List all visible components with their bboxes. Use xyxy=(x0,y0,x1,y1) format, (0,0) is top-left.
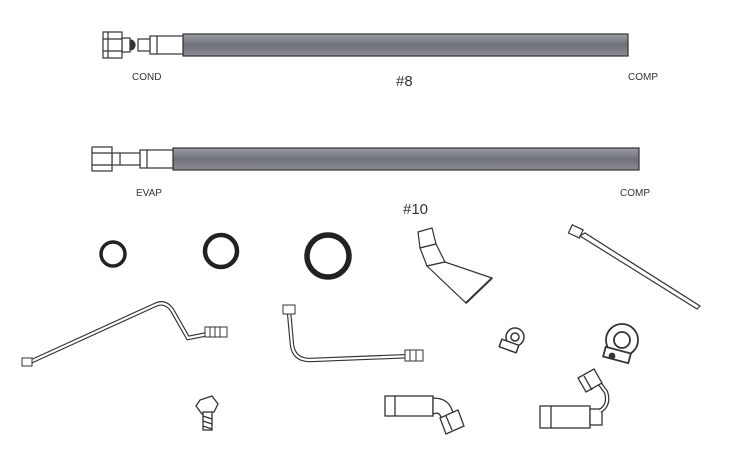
o-ring-large xyxy=(304,232,352,280)
zip-tie xyxy=(567,224,701,310)
small-p-clamp xyxy=(498,327,525,354)
hose8-left-label: COND xyxy=(132,72,161,83)
hose10-size-label: #10 xyxy=(403,201,428,218)
hose-10 xyxy=(91,146,640,172)
o-ring-small xyxy=(99,240,127,268)
hose10-left-label: EVAP xyxy=(136,188,162,199)
hose8-size-label: #8 xyxy=(396,73,413,90)
hose-8 xyxy=(102,31,629,59)
large-p-clamp xyxy=(602,323,639,365)
ground-screw xyxy=(195,395,219,431)
o-ring-medium xyxy=(202,232,240,270)
short-bent-metal-line xyxy=(282,304,424,363)
lubricant-tube xyxy=(417,227,494,304)
swivel-hose-fitting xyxy=(539,368,610,429)
hose8-right-label: COMP xyxy=(628,72,658,83)
angled-hose-fitting xyxy=(384,395,465,435)
long-bent-metal-line xyxy=(21,301,228,367)
hose10-right-label: COMP xyxy=(620,188,650,199)
